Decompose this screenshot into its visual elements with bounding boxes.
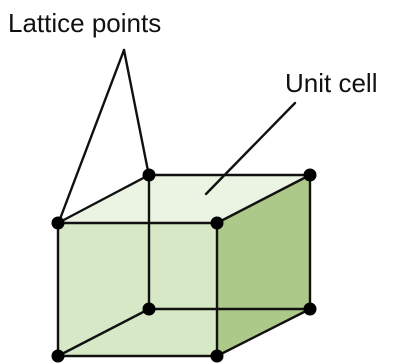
cube-edges	[56, 173, 312, 358]
edge-top-right	[215, 173, 312, 225]
lattice-point	[51, 349, 65, 363]
cube-front-face	[58, 223, 217, 356]
edge-back-bottom-left	[56, 307, 151, 358]
lattice-points	[51, 168, 317, 363]
lattice-point	[303, 302, 317, 316]
cube-right-face	[217, 175, 310, 356]
lattice-point	[51, 216, 65, 230]
leader-lattice-left	[58, 48, 126, 221]
label-leader-lines	[58, 48, 297, 221]
lattice-points-label: Lattice points	[8, 8, 162, 38]
lattice-point	[142, 168, 156, 182]
lattice-point	[210, 216, 224, 230]
edge-top-left	[56, 173, 151, 225]
edge-right-bottom	[215, 307, 312, 358]
unit-cell-label: Unit cell	[285, 68, 378, 98]
lattice-point	[142, 302, 156, 316]
leader-lattice-right	[122, 48, 150, 173]
lattice-point	[210, 349, 224, 363]
leader-unit-cell	[204, 101, 297, 196]
lattice-point	[303, 168, 317, 182]
cube-top-face	[58, 175, 310, 223]
